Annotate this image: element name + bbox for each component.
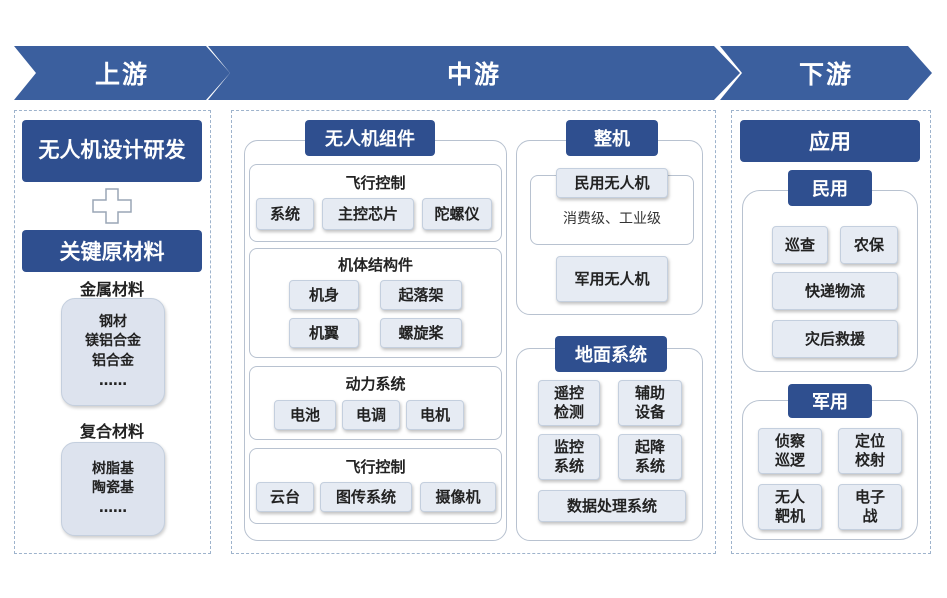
downstream-stage-arrow: 下游 [720, 46, 932, 100]
military-use-item: 侦察 巡逻 [758, 428, 822, 474]
composite-materials-label: 复合材料 [79, 422, 144, 441]
components-title: 无人机组件 [325, 129, 415, 150]
civil-use-item: 巡查 [772, 226, 828, 264]
airframe-item: 机身 [289, 280, 359, 310]
application-header: 应用 [740, 120, 920, 162]
flight-control-item: 系统 [256, 198, 314, 230]
design-rd-header: 无人机设计研发 [22, 120, 202, 182]
power-system-item: 电调 [342, 400, 400, 430]
downstream-stage-label: 下游 [798, 60, 853, 89]
civil-uav-grades: 消费级、工业级 [563, 211, 661, 227]
airframe-item: 起落架 [380, 280, 462, 310]
components-header: 无人机组件 [305, 120, 435, 156]
ground-system-item: 辅助 设备 [618, 380, 682, 426]
ground-system-item: 起降 系统 [618, 434, 682, 480]
upstream-stage-label: 上游 [94, 60, 149, 89]
power-system-item: 电池 [274, 400, 336, 430]
upstream-panel [14, 110, 211, 554]
ground-system-title: 地面系统 [575, 345, 647, 366]
downstream-panel [731, 110, 931, 554]
power-system-item: 电机 [406, 400, 464, 430]
design-rd-title: 无人机设计研发 [38, 138, 186, 163]
midstream-stage-label: 中游 [446, 60, 501, 89]
midstream-stage-arrow: 中游 [208, 46, 740, 100]
upstream-stage-arrow: 上游 [14, 46, 230, 100]
civil-use-header: 民用 [788, 170, 872, 206]
military-uav-label: 军用无人机 [556, 256, 668, 302]
application-title: 应用 [809, 130, 851, 154]
payload-label: 飞行控制 [345, 458, 406, 476]
metal-materials-label: 金属材料 [79, 280, 144, 299]
payload-item: 云台 [256, 482, 314, 512]
civil-use-title: 民用 [812, 179, 848, 200]
ground-system-item: 监控 系统 [538, 434, 600, 480]
civil-use-item: 农保 [840, 226, 898, 264]
materials-header: 关键原材料 [22, 230, 202, 272]
whole-machine-title: 整机 [594, 129, 630, 150]
composite-materials-list: 树脂基 陶瓷基 …… [61, 442, 165, 536]
flight-control-label: 飞行控制 [345, 174, 406, 192]
airframe-item: 机翼 [289, 318, 359, 348]
airframe-label: 机体结构件 [337, 256, 413, 274]
metal-materials-list: 钢材 镁铝合金 铝合金 …… [61, 298, 165, 406]
whole-machine-header: 整机 [566, 120, 658, 156]
midstream-panel [231, 110, 716, 554]
ground-system-header: 地面系统 [555, 336, 667, 372]
data-processing-system: 数据处理系统 [538, 490, 686, 522]
military-use-title: 军用 [812, 392, 848, 413]
military-use-header: 军用 [788, 384, 872, 418]
payload-item: 图传系统 [320, 482, 412, 512]
military-use-item: 无人 靶机 [758, 484, 822, 530]
power-system-label: 动力系统 [345, 375, 406, 393]
airframe-item: 螺旋桨 [380, 318, 462, 348]
civil-use-item: 灾后救援 [772, 320, 898, 358]
flight-control-item: 主控芯片 [322, 198, 414, 230]
military-use-item: 电子 战 [838, 484, 902, 530]
materials-title: 关键原材料 [59, 240, 165, 264]
ground-system-item: 遥控 检测 [538, 380, 600, 426]
civil-use-item: 快递物流 [772, 272, 898, 310]
payload-item: 摄像机 [420, 482, 496, 512]
military-use-item: 定位 校射 [838, 428, 902, 474]
civil-uav-label: 民用无人机 [556, 168, 668, 198]
plus-icon [92, 188, 132, 224]
flight-control-item: 陀螺仪 [422, 198, 492, 230]
